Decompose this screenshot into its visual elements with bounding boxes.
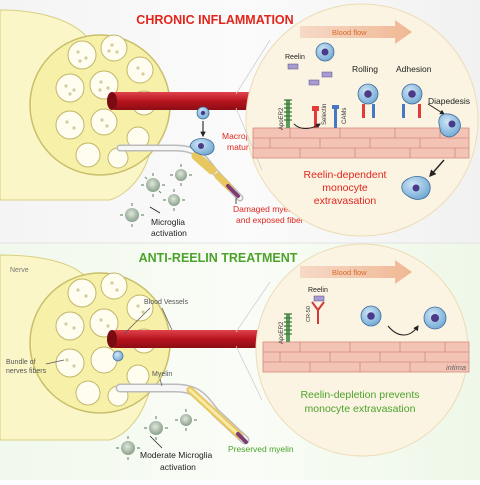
macrophage-label-line1: Macrophage [222,131,270,141]
top-title: CHRONIC INFLAMMATION [136,13,293,27]
moderate-pointer [149,435,163,449]
bundle-label-line2: nerves fibers [6,368,47,375]
damaged-label-line2: and exposed fiber [236,215,304,225]
top-microglia [120,164,192,227]
bottom-flow-arrow [387,325,419,336]
nerve-label: Nerve [10,267,29,274]
intima-label: intima [446,363,466,372]
top-vessel-monocyte [196,106,210,120]
rolling-label: Rolling [352,64,378,74]
blood-vessels-pointer-2 [161,307,173,331]
preserved-myelin-label: Preserved myelin [228,444,294,454]
top-reelin-molecule [287,63,333,86]
microglia-label-line1: Microglia [151,217,185,227]
bottom-caption-line2: monocyte extravasation [305,403,416,415]
top-blood-flow-arrow [300,20,412,44]
top-selectin [312,106,319,128]
bundle-label-line1: Bundle of [6,359,36,366]
top-caption-line3: extravasation [314,195,377,207]
bottom-blood-flow-label: Blood flow [332,268,367,277]
bottom-microglia [116,409,197,460]
bundle-pointer [45,359,65,365]
moderate-label-line1: Moderate Microglia [140,450,213,460]
top-monocyte-adhesion [401,83,423,118]
diapedesis-label: Diapedesis [428,96,470,106]
top-apoer2-label: ApoER2 [279,107,285,130]
diapedesis-arrow [427,103,445,115]
top-axon [116,144,244,202]
top-monocyte-free [315,42,335,62]
bottom-title: ANTI-REELIN TREATMENT [139,251,298,265]
top-monocyte-extravasated [401,176,431,200]
extravasation-arrow [429,159,445,178]
cr50-antibody [311,295,325,324]
top-cams-label: CAMs [342,108,348,124]
top-monocyte-diapedesis [438,113,461,138]
top-caption-line1: Reelin-dependent [304,169,387,181]
myelin-pointer [159,378,163,387]
bottom-axon [115,383,250,445]
top-nerve [0,9,171,201]
microglia-label-line2: activation [151,228,187,238]
top-monocyte-rolling [357,83,379,118]
top-signal-arrow [293,123,321,129]
bottom-monocyte-2 [423,306,447,330]
blood-vessels-pointer-1 [123,307,151,335]
bottom-vessel-monocyte [112,350,124,362]
bottom-caption-line1: Reelin-depletion prevents [300,389,419,401]
top-cams [332,105,339,128]
damaged-label-line1: Damaged myelin [233,204,297,214]
top-apoer2-receptor [284,99,292,128]
top-endothelium [252,127,470,159]
bottom-apoer2-receptor [284,313,292,342]
top-macrophage [189,138,215,156]
microglia-pointer [149,206,161,214]
bottom-endothelium [262,341,470,373]
top-reelin-label: Reelin [285,54,305,61]
bottom-apoer2-label: ApoER2 [279,321,285,344]
adhesion-label: Adhesion [396,64,432,74]
blood-vessels-label: Blood Vessels [144,299,188,306]
top-blood-flow-label: Blood flow [332,28,367,37]
bottom-blood-flow-arrow [300,260,412,284]
myelin-label: Myelin [152,371,172,378]
top-blood-vessel [107,92,270,110]
macrophage-label-line2: maturation [227,142,267,152]
moderate-label-line2: activation [160,462,196,472]
bottom-blood-vessel [107,330,270,348]
bottom-reelin-label: Reelin [308,287,328,294]
cr50-label: CR-50 [306,306,312,322]
bottom-monocyte-1 [360,305,382,327]
top-selectin-label: Selectin [322,104,328,125]
top-caption-line2: monocyte [322,182,368,194]
